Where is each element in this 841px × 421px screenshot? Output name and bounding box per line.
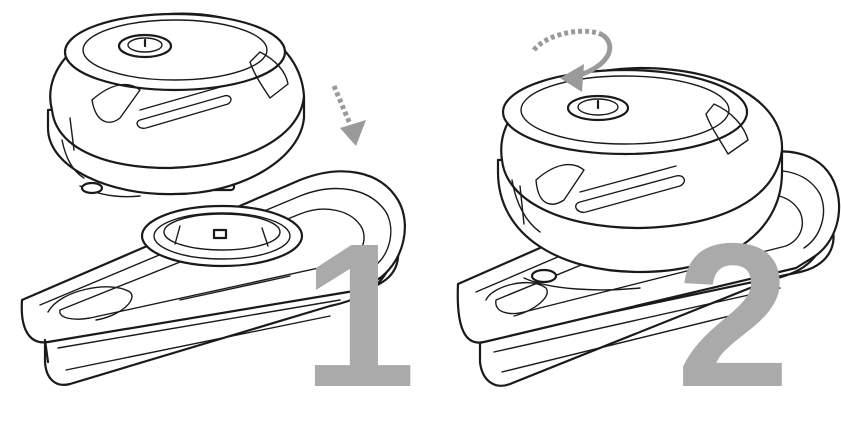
step-number-2: 2: [676, 201, 790, 416]
dashed-down-arrow-icon: [331, 85, 366, 146]
belt-clip-1: [20, 170, 406, 386]
curved-rotate-arrow-icon: [532, 28, 613, 92]
step-number-1: 1: [302, 201, 416, 416]
step-1-panel: 1: [20, 12, 416, 421]
device-unit-1: [46, 12, 306, 198]
step-2-panel: 2: [456, 28, 841, 421]
device-unit-2: [496, 66, 784, 291]
